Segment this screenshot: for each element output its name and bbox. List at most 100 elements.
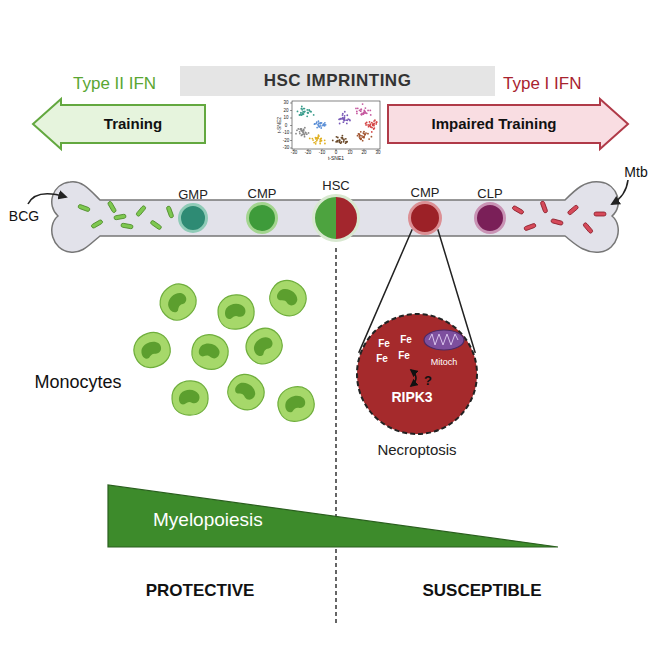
monocyte [222,368,271,417]
tsne-dot [320,138,322,140]
monocyte [153,277,203,327]
tsne-dot [375,123,377,125]
tsne-dot [363,136,365,138]
tsne-dot [297,111,299,113]
tick-label: 0 [285,123,288,128]
tsne-dot [320,127,322,129]
tsne-dot [320,137,322,139]
tsne-dot [338,139,340,141]
tsne-dot [301,106,303,108]
tsne-dot [306,115,308,117]
caption-label: Necroptosis [377,442,456,459]
bacillus [540,201,548,214]
tsne-dot [308,132,310,134]
wedge-label: Myelopoiesis [153,510,263,531]
tsne-dot [365,124,367,126]
tsne-dot [316,138,318,140]
tsne-dot [371,136,373,138]
tsne-dot [360,108,362,110]
tsne-dot [340,118,342,120]
arrow-label: Impaired Training [388,105,600,143]
zoom-shape [355,312,479,436]
tick [290,133,292,134]
tsne-dot [324,122,326,124]
tsne-dot [364,111,366,113]
axis-title: t-SNE2 [277,117,282,133]
tick [290,103,292,104]
tsne-dot [359,134,361,136]
tsne-dot [341,137,343,139]
zoom-circle: MitochNecroptosis [355,312,479,436]
tsne-dot [307,112,309,114]
bacillus [594,212,606,216]
tsne-dot [372,124,374,126]
tsne-dot [308,109,310,111]
tsne-dot [349,119,351,121]
heading: Type I IFN [503,75,581,94]
tsne-dot [342,117,344,119]
tsne-dot [344,117,346,119]
tsne-dot [369,124,371,126]
tsne-dot [317,123,319,125]
tsne-dot [369,110,371,112]
tsne-dot [301,130,303,132]
bacillus [583,222,594,234]
title-band: HSC IMPRINTING [180,66,495,96]
tick [290,148,292,149]
monocyte [129,327,176,373]
tick-label: 30 [375,151,380,156]
tick-label: 30 [283,101,288,106]
tick-label: -30 [283,146,290,151]
tsne-dot [370,114,372,116]
tsne-dot [304,136,306,138]
impaired-training-arrow: Type I IFNImpaired Training [388,105,628,143]
tsne-dot [339,139,341,141]
tsne-dot [345,141,347,143]
tsne-dot [322,124,324,126]
tsne-dot [346,114,348,116]
tsne-dot [345,142,347,144]
tsne-dot [304,134,306,136]
bacillus [78,204,91,212]
cmp-cell: CMP [246,202,278,234]
tsne-dot [319,140,321,142]
tsne-dot [349,120,351,122]
tsne-dot [318,120,320,122]
monocyte [171,380,209,416]
tsne-dot [303,111,305,113]
tsne-dot [364,133,366,135]
bcg-arrow [28,194,66,204]
tick-label: -20 [283,138,290,143]
tsne-dot [324,143,326,145]
tsne-dot [342,114,344,116]
tsne-dot [336,141,338,143]
tsne-dot [301,130,303,132]
tsne-frame [292,101,380,149]
tsne-dot [306,109,308,111]
bacillus [121,223,134,229]
tick-label: -10 [283,131,290,136]
tsne-dot [309,138,311,140]
tsne-dot [297,128,299,130]
tick-label: 20 [283,108,288,113]
tsne-dot [305,132,307,134]
tick-label: -10 [319,151,326,156]
tsne-dot [365,107,367,109]
monocyte [264,274,312,321]
cell-label: HSC [322,179,349,193]
clp-cell: CLP [474,202,506,234]
gmp-cell: GMP [178,203,208,233]
tick [290,110,292,111]
tsne-dot [356,110,358,112]
tsne-dot [369,125,371,127]
tsne-dot [313,114,315,116]
axis-title: t-SNE1 [328,156,344,161]
tsne-dot [363,110,365,112]
tsne-dot [299,131,301,133]
tsne-dot [302,131,304,133]
mitochondrion: Mitoch [421,328,467,368]
tsne-dot [343,139,345,141]
tsne-dot [319,141,321,143]
tsne-dot [310,111,312,113]
